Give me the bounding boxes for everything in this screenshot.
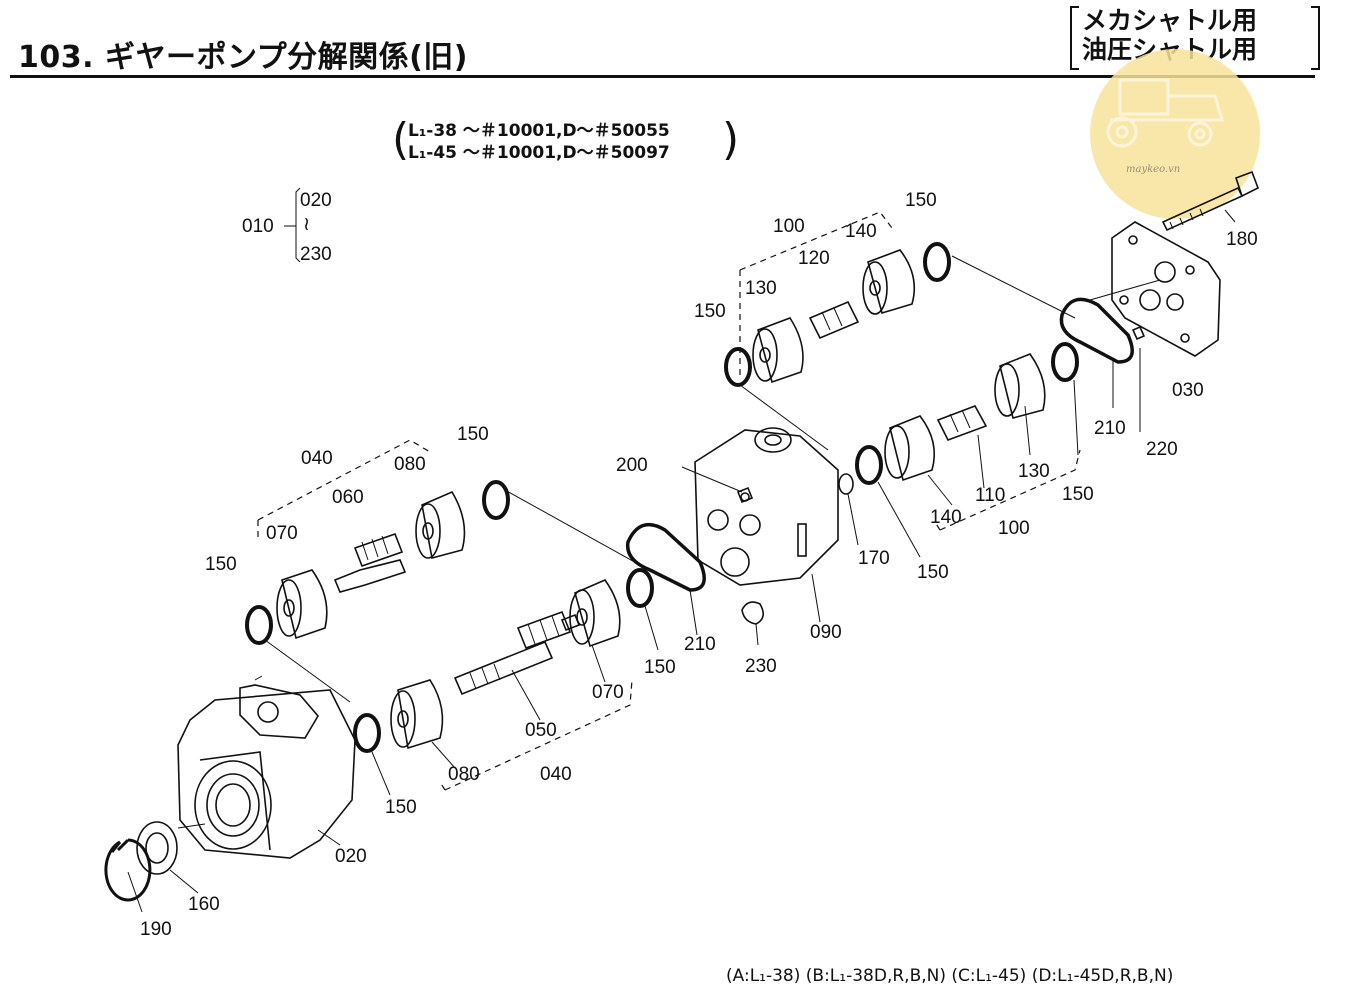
- gear-110: [936, 405, 988, 441]
- bushing-130-upper: [752, 317, 804, 384]
- serial-range-block: ( L₁-38 ～＃10001,D～＃50055 L₁-45 ～＃10001,D…: [392, 114, 739, 165]
- bolt-180: [1161, 170, 1260, 232]
- callout-070-right: 070: [592, 682, 624, 703]
- assembly-to-label: 230: [300, 244, 332, 265]
- callout-140-top: 140: [845, 221, 877, 242]
- pin-220: [1131, 325, 1146, 341]
- serial-left-paren: (: [392, 114, 410, 165]
- bushing-080-upper: [415, 490, 466, 559]
- assembly-code-label: 010: [242, 216, 274, 237]
- bushing-140-lower: [884, 415, 936, 482]
- assembly-range-mark: ≀: [303, 214, 310, 235]
- callout-150-center: 150: [644, 657, 676, 678]
- ring-150-left-upper: [245, 605, 273, 645]
- callout-040-lower: 040: [540, 764, 572, 785]
- ring-150-mid-right: [855, 445, 883, 485]
- callout-150-top: 150: [905, 190, 937, 211]
- pin-200: [736, 486, 754, 504]
- callout-210-center: 210: [684, 634, 716, 655]
- callout-220: 220: [1146, 439, 1178, 460]
- serial-line-l45: L₁-45 ～＃10001,D～＃50097: [408, 143, 670, 163]
- callout-150-lower: 150: [385, 797, 417, 818]
- ring-150-far-right: [1051, 342, 1079, 382]
- rear-cover-030: [1111, 221, 1221, 357]
- callout-090: 090: [810, 622, 842, 643]
- pump-housing-020: [177, 684, 356, 859]
- right-bracket: [1311, 6, 1320, 70]
- callout-040-upper: 040: [301, 448, 333, 469]
- oil-seal-160: [136, 821, 178, 875]
- callout-100-lower: 100: [998, 518, 1030, 539]
- o-ring-210-center: [625, 522, 706, 592]
- callout-230: 230: [745, 656, 777, 677]
- callout-150-mid-upper: 150: [457, 424, 489, 445]
- callout-070-left: 070: [266, 523, 298, 544]
- bushing-140-upper: [862, 249, 916, 315]
- callout-190: 190: [140, 919, 172, 940]
- callout-050: 050: [525, 720, 557, 741]
- callout-110: 110: [975, 485, 1005, 506]
- callout-120: 120: [798, 248, 830, 269]
- callout-leaders: [127, 209, 1236, 913]
- drive-gear-shaft-050: [453, 610, 581, 696]
- assembly-from-label: 020: [300, 190, 332, 211]
- ring-150-left-lower: [353, 713, 381, 753]
- callout-180: 180: [1226, 229, 1258, 250]
- callout-160: 160: [188, 894, 220, 915]
- group-100-upper-outline: [739, 211, 893, 380]
- clip-230: [741, 601, 764, 625]
- alignment-lines: [177, 255, 1161, 829]
- callout-170: 170: [858, 548, 890, 569]
- watermark-text: maykeo.vn: [1126, 164, 1181, 175]
- callout-150-left: 150: [205, 554, 237, 575]
- callout-150-far-right: 150: [1062, 484, 1094, 505]
- bushing-130-lower: [994, 353, 1046, 419]
- bushing-080-lower: [390, 679, 444, 750]
- bushing-070-left: [276, 569, 328, 640]
- bushing-070-right: [569, 579, 621, 648]
- pin-170: [838, 473, 854, 495]
- ring-150-top-right: [923, 242, 951, 282]
- snap-ring-190: [104, 838, 152, 902]
- callout-030: 030: [1172, 380, 1204, 401]
- callout-020: 020: [335, 846, 367, 867]
- serial-right-paren: ): [722, 114, 740, 165]
- center-plate-090: [694, 427, 839, 586]
- callout-150-upper-left: 150: [694, 301, 726, 322]
- gear-120: [808, 300, 860, 340]
- callout-140-lower: 140: [930, 507, 962, 528]
- serial-line-l38: L₁-38 ～＃10001,D～＃50055: [408, 121, 670, 141]
- callout-130-top: 130: [745, 278, 777, 299]
- driven-gear-060: [333, 532, 407, 593]
- callout-150-mid-right: 150: [917, 562, 949, 583]
- ring-150-mid-lower: [626, 568, 654, 608]
- o-ring-210-right: [1059, 297, 1134, 364]
- group-040-lower-outline: [439, 679, 633, 791]
- model-legend-footer: (A:L₁-38) (B:L₁-38D,R,B,N) (C:L₁-45) (D:…: [726, 966, 1174, 986]
- group-040-upper-outline: [257, 439, 431, 540]
- ring-150-top-left: [724, 347, 752, 387]
- callout-200: 200: [616, 455, 648, 476]
- callout-100-top: 100: [773, 216, 805, 237]
- callout-080-upper: 080: [394, 454, 426, 475]
- callout-130-lower: 130: [1018, 461, 1050, 482]
- group-100-lower-outline: [934, 449, 1081, 531]
- tag-mechanical-shuttle: メカシャトル用: [1082, 6, 1258, 35]
- left-bracket: [1070, 6, 1079, 70]
- title-rule: [10, 75, 1315, 78]
- ring-150-mid-upper: [482, 480, 510, 520]
- assembly-bracket: [284, 187, 301, 263]
- page-title: 103. ギヤーポンプ分解関係(旧): [18, 40, 468, 75]
- callout-210-right: 210: [1094, 418, 1126, 439]
- callout-060: 060: [332, 487, 364, 508]
- callout-080-lower: 080: [448, 764, 480, 785]
